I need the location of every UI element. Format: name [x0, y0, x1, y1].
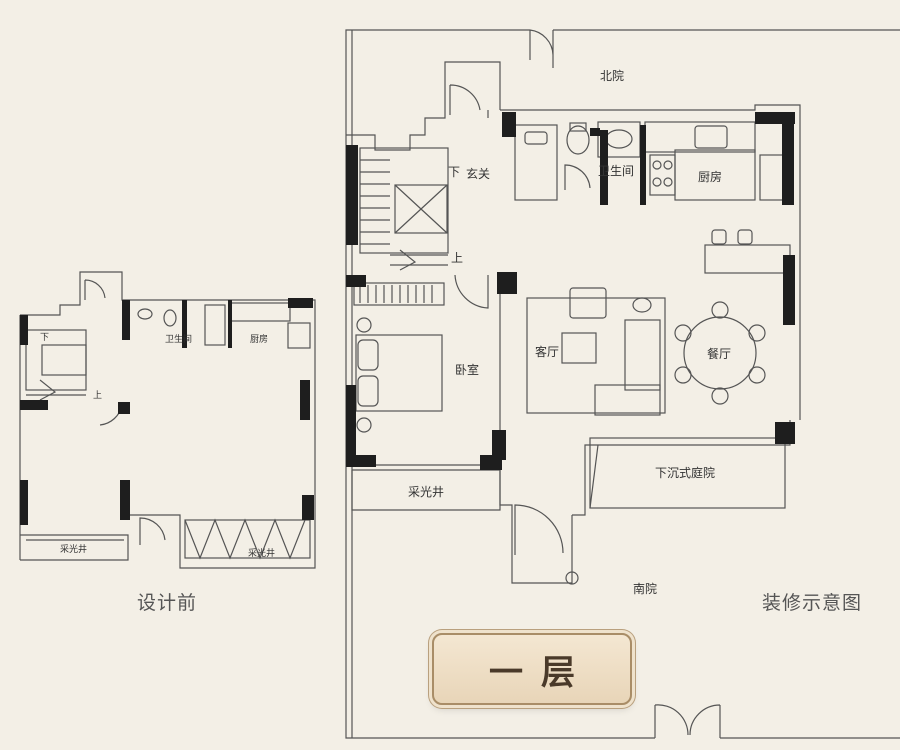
living-room-fixtures [526, 287, 666, 416]
kitchen-fixtures [644, 121, 791, 274]
before-label-lightwell-left: 采光井 [60, 543, 87, 555]
label-north-yard: 北院 [600, 69, 624, 83]
label-living: 客厅 [535, 344, 559, 359]
label-foyer: 玄关 [466, 166, 490, 181]
north-gate [529, 29, 554, 68]
caption-before: 设计前 [137, 592, 198, 614]
label-stair-up: 上 [451, 251, 463, 265]
dining-fixtures [674, 301, 766, 405]
before-fixtures [99, 302, 311, 426]
before-label-bathroom: 卫生间 [165, 333, 192, 345]
south-gate [654, 704, 721, 738]
before-label-stair-down: 下 [40, 333, 49, 343]
bathroom-fixtures [514, 121, 641, 201]
before-lightwell-grid [139, 517, 311, 560]
sunken-courtyard [514, 437, 786, 585]
label-stair-down: 下 [448, 165, 460, 179]
label-bedroom: 卧室 [455, 362, 479, 377]
label-kitchen: 厨房 [698, 169, 722, 184]
before-walls [19, 271, 316, 569]
before-staircase [25, 329, 87, 401]
label-sunken-court: 下沉式庭院 [655, 465, 715, 480]
floor-badge: 一层 [432, 633, 632, 705]
yard-boundary [345, 29, 900, 739]
before-label-stair-up: 上 [93, 390, 102, 401]
caption-after: 装修示意图 [762, 592, 863, 614]
label-dining: 餐厅 [707, 346, 731, 361]
label-lightwell: 采光井 [408, 485, 444, 499]
house-walls [346, 61, 801, 584]
wall-blocks [20, 112, 795, 525]
before-entrance-door [84, 279, 106, 300]
floor-badge-text: 一层 [489, 652, 593, 693]
label-bathroom: 卫生间 [598, 164, 634, 178]
label-south-yard: 南院 [633, 581, 657, 596]
entrance-door [449, 84, 489, 118]
staircase [359, 147, 449, 271]
before-label-kitchen: 厨房 [250, 333, 268, 345]
before-label-lightwell-right: 采光井 [248, 547, 275, 559]
